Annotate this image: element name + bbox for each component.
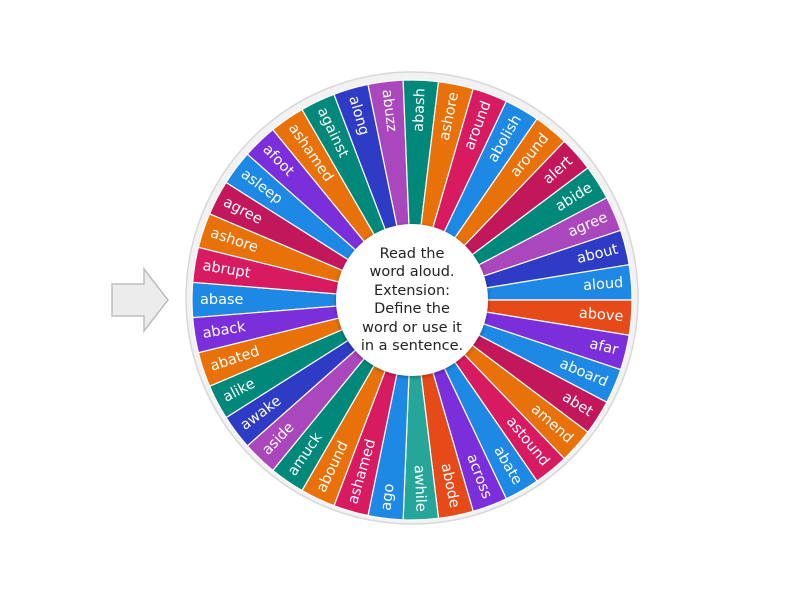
segment-label: aback	[201, 319, 247, 342]
segment-label: abrupt	[201, 258, 251, 282]
pointer-arrow-icon	[111, 266, 169, 334]
segment-label: afar	[588, 336, 620, 358]
segment-label: above	[578, 306, 624, 326]
segment-label: abuzz	[379, 89, 400, 133]
segment-label: ago	[379, 483, 398, 512]
segment-label: awhile	[411, 465, 429, 513]
center-line-1: Read the	[379, 245, 445, 262]
center-line-5: word or use it	[362, 319, 462, 336]
center-line-4: Define the	[374, 301, 450, 317]
center-line-2: word aloud.	[369, 264, 455, 280]
segment-label: abash	[411, 88, 429, 132]
wheel-center-instructions: Read the word aloud. Extension: Define t…	[346, 236, 478, 364]
center-line-3: Extension:	[373, 282, 451, 299]
segment-label: aloud	[583, 275, 624, 294]
wheel-hub[interactable]	[336, 224, 488, 376]
segment-label: abase	[200, 292, 244, 308]
center-line-6: in a sentence.	[360, 338, 464, 354]
